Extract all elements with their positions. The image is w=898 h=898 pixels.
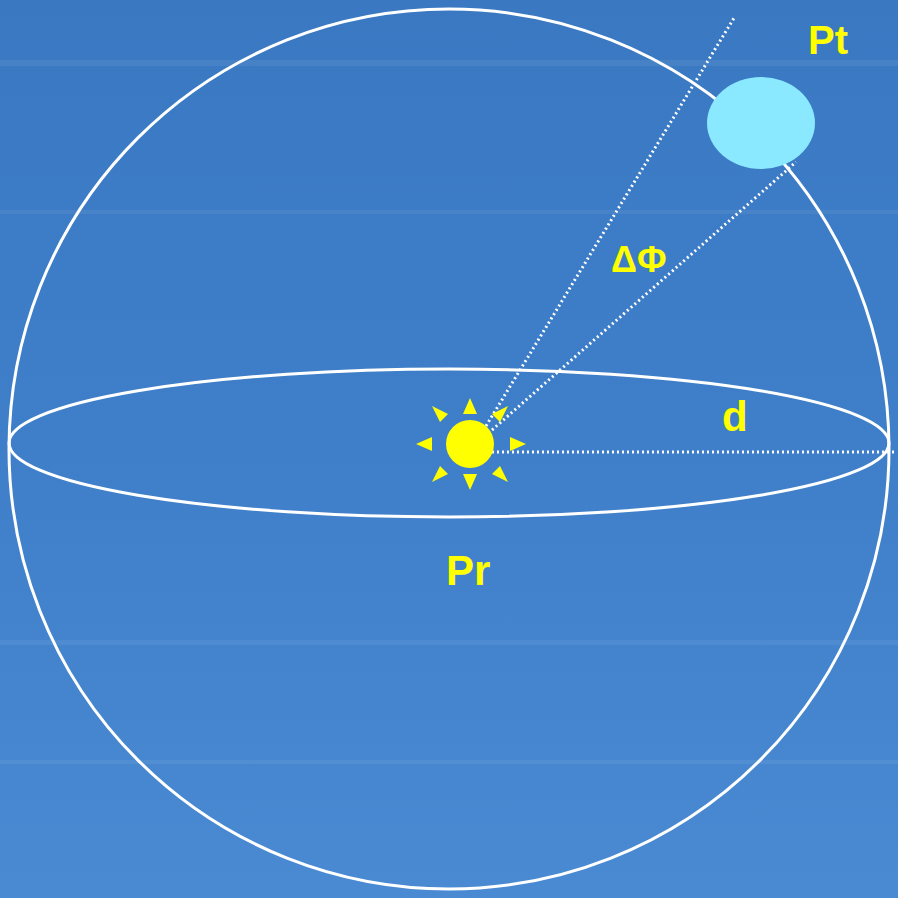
sun-symbol bbox=[416, 398, 526, 490]
angle-label: ΔΦ bbox=[611, 242, 666, 278]
radius-line bbox=[482, 451, 896, 454]
target-label: Pt bbox=[808, 20, 848, 60]
background-stripes bbox=[0, 60, 898, 764]
distance-label: d bbox=[722, 396, 748, 438]
target-blob bbox=[707, 77, 815, 169]
equator-ellipse bbox=[9, 369, 889, 517]
source-label: Pr bbox=[446, 550, 490, 592]
sphere-outline bbox=[9, 9, 889, 889]
cone-line bbox=[486, 18, 734, 426]
cone-line bbox=[492, 162, 796, 430]
